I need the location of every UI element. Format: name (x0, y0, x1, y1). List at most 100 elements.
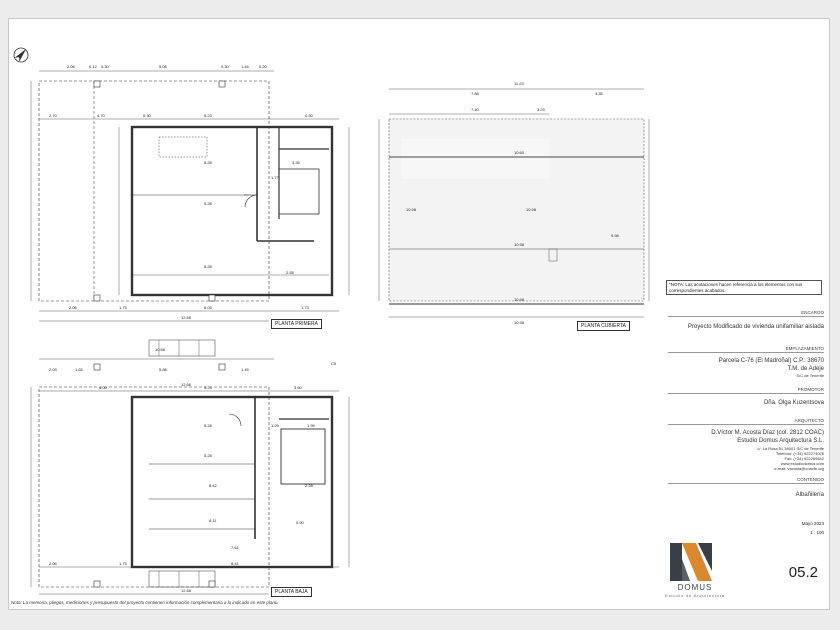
dim-label: 10.98 (514, 320, 525, 325)
dim-label: 7.40 (471, 107, 480, 112)
dim-label: 3.60 (294, 385, 303, 390)
arquitecto-heading: ARQUITECTO (668, 418, 824, 425)
dim-label: 3.23 (537, 107, 546, 112)
dim-label: 2.06 (69, 305, 78, 310)
plan-title-first-floor: PLANTA PRIMERA (271, 319, 322, 329)
arquitecto-line-1: D.Víctor M. Acosta Díaz (col. 2812 COAC) (711, 430, 824, 436)
room-label: C5 (331, 361, 337, 366)
room-label: 5.28 (204, 201, 213, 206)
dim-label: 0.30 (101, 64, 110, 69)
first-floor-room-labels: 5.28 5.28 5.28 3.35 1.77 2.55 (204, 160, 301, 275)
dim-label: 0.30 (305, 113, 314, 118)
dim-label: 0.20 (259, 64, 268, 69)
dim-label: 11.23 (514, 81, 524, 86)
dim-label: 1.45 (241, 64, 250, 69)
domus-logo-icon (670, 543, 712, 581)
north-arrow-icon (13, 47, 29, 63)
room-label: 8.42 (209, 483, 218, 488)
dim-label: 7.61 (231, 545, 240, 550)
dimension-note: *NOTA: Las acotaciones hacen referencia … (666, 280, 822, 295)
dim-label: 1.65 (75, 367, 84, 372)
dim-label: 4.70 (97, 113, 106, 118)
contenido-value: Albañilería (795, 492, 824, 498)
dim-label: 1.73 (301, 305, 310, 310)
dim-label: 10.98 (514, 242, 525, 247)
dim-label: 2.70 (49, 113, 58, 118)
contact-address: c/. La Rosa,51,38001 S/C de Tenerife (757, 446, 824, 451)
footnote: Nota: La memoria, pliegos, mediciones y … (11, 600, 279, 605)
dim-label: 10.98 (514, 297, 525, 302)
ground-floor-plan (30, 339, 350, 595)
emplazamiento-line-1: Parcela C-76 (El Madroñal) C.P.: 38670 (718, 358, 824, 364)
logo-name: DOMUS (677, 583, 713, 592)
room-label: 5.28 (204, 160, 213, 165)
logo-subtitle: Estudio de Arquitectura (665, 593, 725, 598)
dim-label: 8.41 (231, 561, 240, 566)
dim-label: 12.66 (181, 588, 192, 593)
dim-label: 12.66 (181, 382, 192, 387)
plan-title-ground-floor: PLANTA BAJA (271, 587, 312, 597)
arquitecto-line-2: Estudio Domus Arquitectura S.L. (737, 438, 824, 444)
dim-label: 5.88 (159, 367, 168, 372)
dim-label: 6.05 (204, 305, 213, 310)
ground-floor-room-labels: 5.28 5.28 8.42 8.11 1.29 1.99 2.28 0.90 … (155, 347, 337, 525)
plans-area: 2.06 0.12 0.30 5.08 0.30 1.45 0.20 2.70 … (9, 19, 659, 609)
room-label: 10.98 (406, 207, 417, 212)
room-label: 1.29 (271, 423, 280, 428)
room-label: 5.28 (204, 453, 213, 458)
emplazamiento-heading: EMPLAZAMIENTO (668, 346, 824, 353)
drawing-sheet: 2.06 0.12 0.30 5.08 0.30 1.45 0.20 2.70 … (8, 18, 830, 610)
encargo-value: Proyecto Modificado de vivienda unifamil… (687, 324, 824, 330)
dim-label: 2.03 (49, 367, 58, 372)
emplazamiento-line-2: T.M. de Adeje (787, 366, 824, 372)
dim-label: 7.88 (471, 91, 480, 96)
room-label: 1.77 (271, 175, 280, 180)
dim-label: 2.06 (67, 64, 76, 69)
room-label: 10.66 (155, 347, 166, 352)
plan-title-roof: PLANTA CUBIERTA (577, 321, 631, 331)
dim-label: 12.66 (181, 315, 192, 320)
floor-plans-drawing: 2.06 0.12 0.30 5.08 0.30 1.45 0.20 2.70 … (13, 47, 650, 595)
dim-label: 1.75 (119, 561, 128, 566)
room-label: 10.98 (526, 207, 537, 212)
contact-phone: Teléfono: (+34) 922274026 (776, 451, 824, 456)
promotor-value: Dña. Olga Kuzentsova (763, 400, 824, 406)
room-label: 9.98 (611, 233, 620, 238)
room-label: 0.90 (296, 520, 305, 525)
dim-label: 3.35 (595, 91, 604, 96)
dim-label: 10.60 (514, 150, 525, 155)
contact-email: e-mail: vacosta@coacfe.org (774, 466, 824, 471)
title-block: *NOTA: Las acotaciones hacen referencia … (664, 274, 826, 609)
encargo-heading: ENCARGO (668, 310, 824, 317)
first-floor-plan (30, 70, 350, 322)
dim-label: 1.75 (119, 305, 128, 310)
dim-label: 0.30 (143, 113, 152, 118)
ground-floor-dimensions: 12.66 4.00 5.23 3.60 2.03 1.65 5.88 1.45… (49, 367, 303, 593)
dim-label: 4.00 (99, 385, 108, 390)
first-floor-dimensions: 2.06 0.12 0.30 5.08 0.30 1.45 0.20 2.70 … (49, 64, 314, 320)
dim-label: 0.30 (221, 64, 230, 69)
room-label: 5.28 (204, 264, 213, 269)
room-label: 5.28 (204, 423, 213, 428)
dim-label: 1.45 (241, 367, 250, 372)
emplazamiento-line-3: S/C de Tenerife (796, 373, 825, 378)
dim-label: 5.23 (204, 113, 213, 118)
contact-fax: Fax: (+34) 922289842 (784, 456, 824, 461)
contenido-heading: CONTENIDO (668, 477, 824, 484)
roof-dimensions: 11.23 7.88 3.35 7.40 3.23 10.60 10.98 10… (406, 81, 620, 325)
promotor-heading: PROMOTOR (668, 387, 824, 394)
drawing-scale: 1 : 100 (810, 530, 824, 535)
dim-label: 2.06 (49, 561, 58, 566)
room-label: 3.35 (292, 160, 301, 165)
domus-logo: DOMUS Estudio de Arquitectura (665, 541, 724, 601)
dim-label: 0.12 (89, 64, 98, 69)
room-label: 8.11 (209, 518, 217, 523)
contact-website: www.estudiodomus.com (780, 461, 824, 466)
dim-label: 5.23 (204, 385, 213, 390)
sheet-number: 05.2 (788, 564, 818, 581)
drawing-date: Mayo 2023 (801, 521, 824, 526)
room-label: 2.28 (305, 483, 314, 488)
dim-label: 5.08 (159, 64, 168, 69)
roof-plan (378, 88, 650, 318)
room-label: 2.55 (286, 270, 295, 275)
